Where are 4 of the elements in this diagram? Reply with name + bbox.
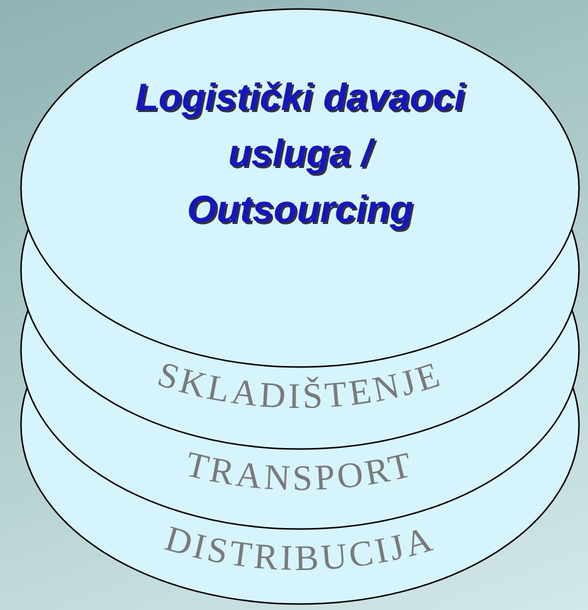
arched-label: TRANSPORT [182, 444, 418, 498]
arched-label: SKLADIŠTENJE [153, 354, 447, 416]
disk-title: Logistički davaoci usluga / Outsourcing [134, 76, 466, 233]
arched-label: DISTRIBUCIJA [160, 518, 440, 578]
